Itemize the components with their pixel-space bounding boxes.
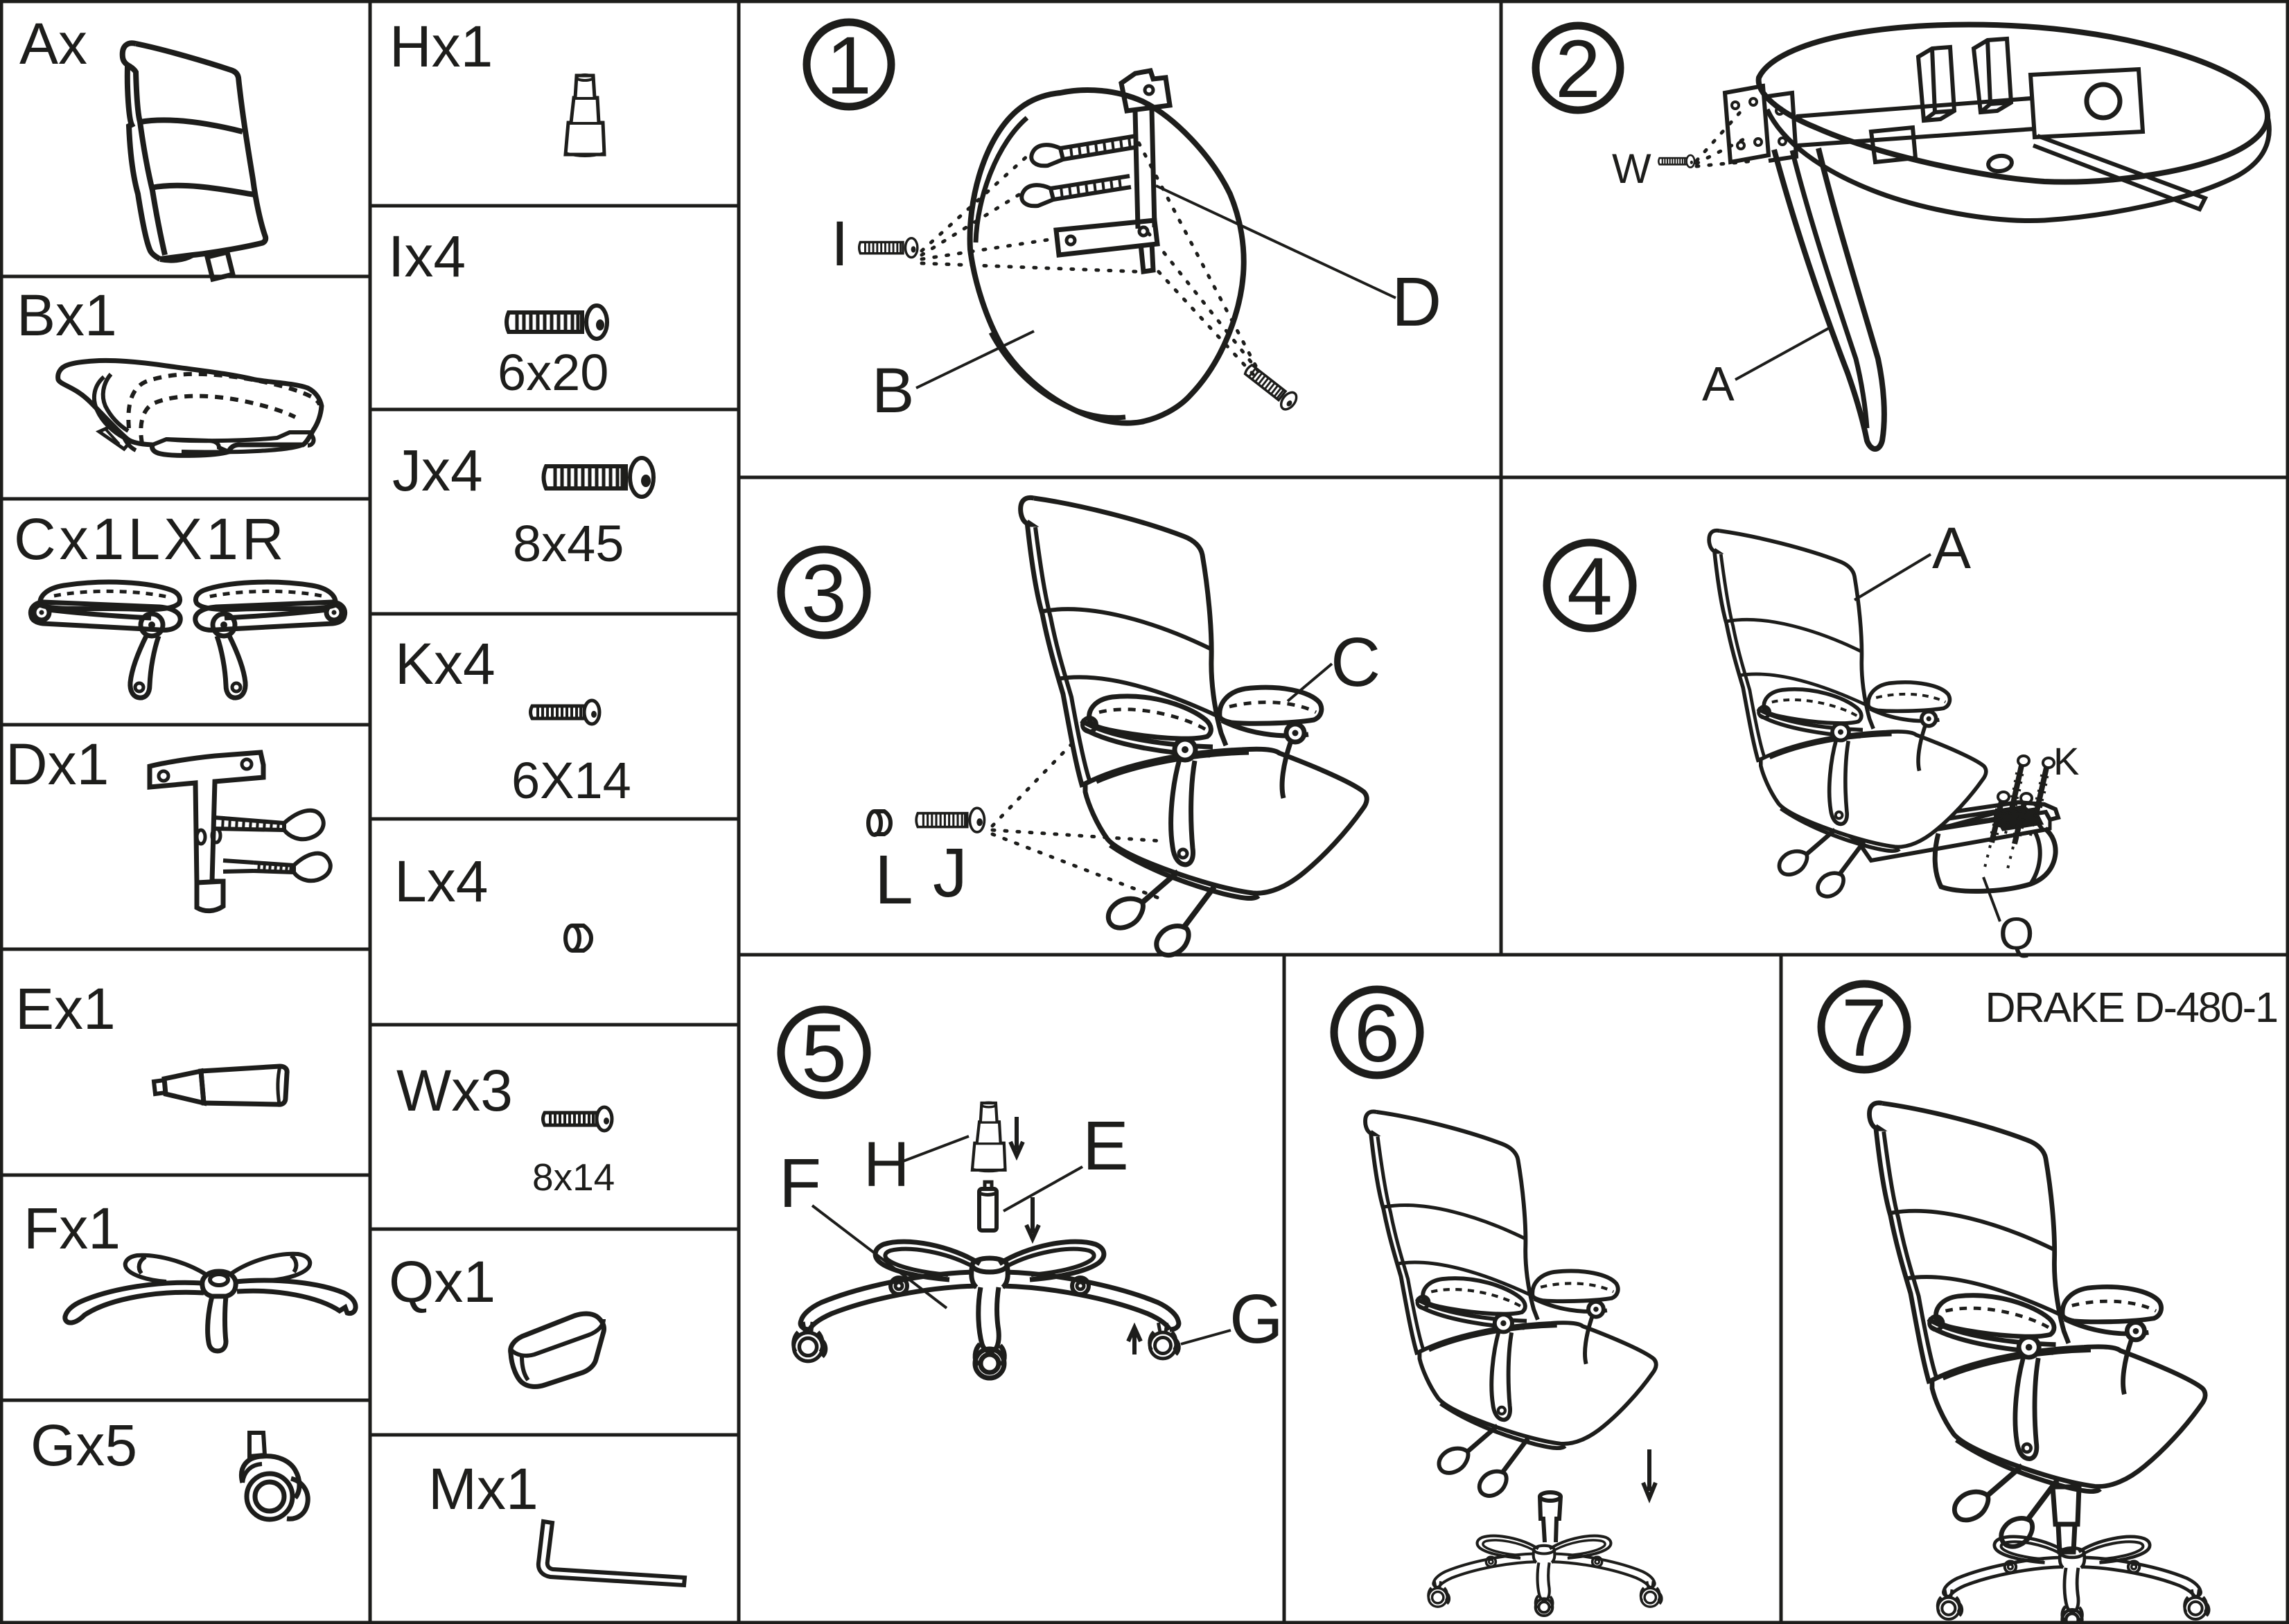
svg-text:8x14: 8x14 [532, 1156, 615, 1199]
svg-text:G: G [1229, 1280, 1283, 1358]
svg-text:5: 5 [801, 1008, 847, 1100]
svg-text:A: A [1702, 357, 1735, 411]
svg-text:I: I [831, 209, 849, 279]
svg-text:Bx1: Bx1 [17, 283, 117, 348]
svg-text:Qx1: Qx1 [389, 1249, 495, 1314]
svg-text:Ix4: Ix4 [388, 224, 466, 289]
svg-text:Dx1: Dx1 [6, 732, 109, 797]
svg-text:E: E [1082, 1107, 1129, 1185]
svg-text:Q: Q [1999, 908, 2034, 959]
svg-text:7: 7 [1841, 982, 1887, 1074]
svg-text:6: 6 [1354, 988, 1400, 1079]
svg-text:3: 3 [801, 548, 847, 639]
svg-text:8x45: 8x45 [513, 515, 624, 572]
svg-text:Wx3: Wx3 [396, 1058, 513, 1123]
svg-text:L: L [875, 841, 913, 919]
svg-text:Gx5: Gx5 [30, 1413, 137, 1478]
svg-text:Ex1: Ex1 [15, 976, 116, 1041]
svg-text:Lx4: Lx4 [394, 849, 488, 914]
svg-text:Mx1: Mx1 [428, 1456, 538, 1521]
svg-text:1: 1 [826, 20, 872, 112]
svg-text:D: D [1392, 263, 1441, 341]
svg-text:DRAKE D-480-1: DRAKE D-480-1 [1985, 984, 2278, 1031]
svg-text:6X14: 6X14 [511, 752, 631, 809]
svg-text:2: 2 [1555, 24, 1601, 115]
svg-text:C: C [1331, 624, 1380, 701]
svg-text:4: 4 [1567, 541, 1613, 633]
svg-text:K: K [2053, 739, 2079, 783]
svg-text:W: W [1612, 145, 1651, 192]
svg-text:Jx4: Jx4 [392, 438, 483, 503]
svg-text:Fx1: Fx1 [24, 1196, 121, 1261]
svg-text:Kx4: Kx4 [395, 631, 495, 696]
svg-text:Hx1: Hx1 [389, 14, 493, 79]
svg-text:Cx1LX1R: Cx1LX1R [14, 506, 288, 572]
svg-text:F: F [779, 1145, 821, 1222]
svg-text:Ax: Ax [19, 11, 87, 76]
svg-text:J: J [933, 834, 967, 912]
svg-text:H: H [863, 1129, 909, 1200]
svg-text:6x20: 6x20 [498, 344, 608, 401]
svg-text:B: B [872, 355, 914, 426]
svg-text:A: A [1932, 515, 1971, 581]
